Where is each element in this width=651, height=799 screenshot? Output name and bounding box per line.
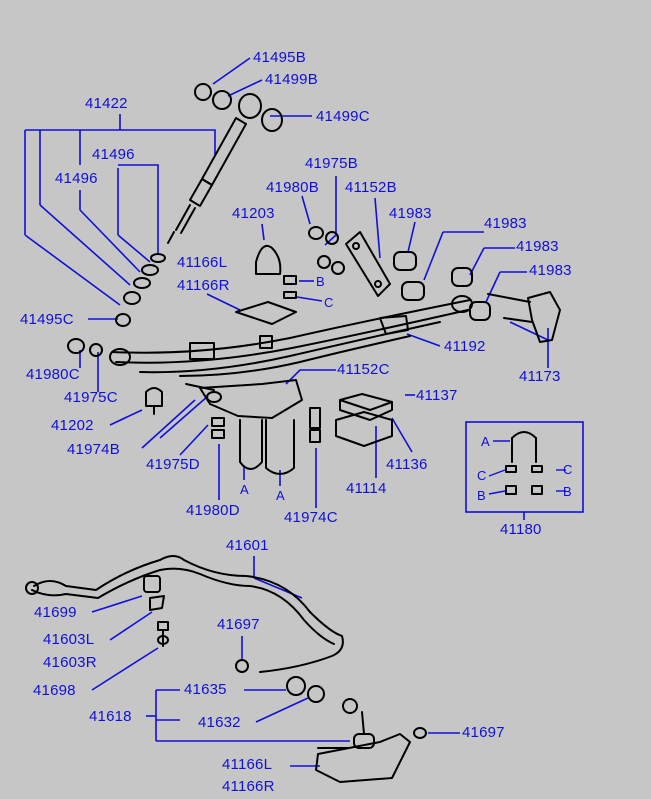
label-41980C[interactable]: 41980C xyxy=(26,366,80,383)
label-41166L-top[interactable]: 41166L xyxy=(177,254,228,271)
label-41192[interactable]: 41192 xyxy=(444,338,486,355)
leader-lines xyxy=(24,57,549,767)
label-41697-a[interactable]: 41697 xyxy=(217,616,260,633)
label-41983-b[interactable]: 41983 xyxy=(484,215,527,232)
part-outlines xyxy=(25,83,561,783)
label-41173[interactable]: 41173 xyxy=(519,368,561,385)
label-41152B[interactable]: 41152B xyxy=(345,179,397,196)
label-41983-c[interactable]: 41983 xyxy=(516,238,559,255)
label-41180[interactable]: 41180 xyxy=(500,521,542,538)
inset-mark-C-right: C xyxy=(563,462,573,477)
label-41601[interactable]: 41601 xyxy=(226,537,269,554)
label-41496-upper[interactable]: 41496 xyxy=(92,146,135,163)
label-41166R-top[interactable]: 41166R xyxy=(177,277,230,294)
label-41422[interactable]: 41422 xyxy=(85,95,128,112)
label-41495C[interactable]: 41495C xyxy=(20,311,74,328)
label-41136[interactable]: 41136 xyxy=(386,456,428,473)
label-41495B[interactable]: 41495B xyxy=(253,49,306,66)
label-41983-a[interactable]: 41983 xyxy=(389,205,432,222)
label-41152C[interactable]: 41152C xyxy=(337,361,390,378)
label-41166L-bottom[interactable]: 41166L xyxy=(222,756,273,773)
label-41114[interactable]: 41114 xyxy=(346,480,387,497)
inset-mark-B-left: B xyxy=(477,488,486,503)
mark-B: B xyxy=(316,274,325,289)
label-41203[interactable]: 41203 xyxy=(232,205,275,222)
inset-mark-A: A xyxy=(481,434,490,449)
label-41698[interactable]: 41698 xyxy=(33,682,76,699)
inset-mark-C-left: C xyxy=(477,468,487,483)
label-41496-lower[interactable]: 41496 xyxy=(55,170,98,187)
label-41975C[interactable]: 41975C xyxy=(64,389,118,406)
label-41603R[interactable]: 41603R xyxy=(43,654,97,671)
label-41632[interactable]: 41632 xyxy=(198,714,241,731)
label-41980D[interactable]: 41980D xyxy=(186,502,240,519)
label-41699[interactable]: 41699 xyxy=(34,604,77,621)
label-41975D[interactable]: 41975D xyxy=(146,456,200,473)
label-41635[interactable]: 41635 xyxy=(184,681,227,698)
label-41618[interactable]: 41618 xyxy=(89,708,132,725)
label-41975B[interactable]: 41975B xyxy=(305,155,358,172)
label-41499B[interactable]: 41499B xyxy=(265,71,318,88)
label-41974C[interactable]: 41974C xyxy=(284,509,338,526)
label-41166R-bottom[interactable]: 41166R xyxy=(222,778,275,795)
label-41974B[interactable]: 41974B xyxy=(67,441,120,458)
mark-A-right: A xyxy=(276,488,285,503)
label-41603L[interactable]: 41603L xyxy=(43,631,95,648)
inset-mark-B-right: B xyxy=(563,484,572,499)
label-41697-b[interactable]: 41697 xyxy=(462,724,505,741)
mark-C: C xyxy=(324,295,334,310)
mark-A-left: A xyxy=(240,482,249,497)
label-41980B[interactable]: 41980B xyxy=(266,179,319,196)
label-41499C[interactable]: 41499C xyxy=(316,108,370,125)
label-41137[interactable]: 41137 xyxy=(416,387,458,404)
label-41202[interactable]: 41202 xyxy=(51,417,94,434)
label-41983-d[interactable]: 41983 xyxy=(529,262,572,279)
